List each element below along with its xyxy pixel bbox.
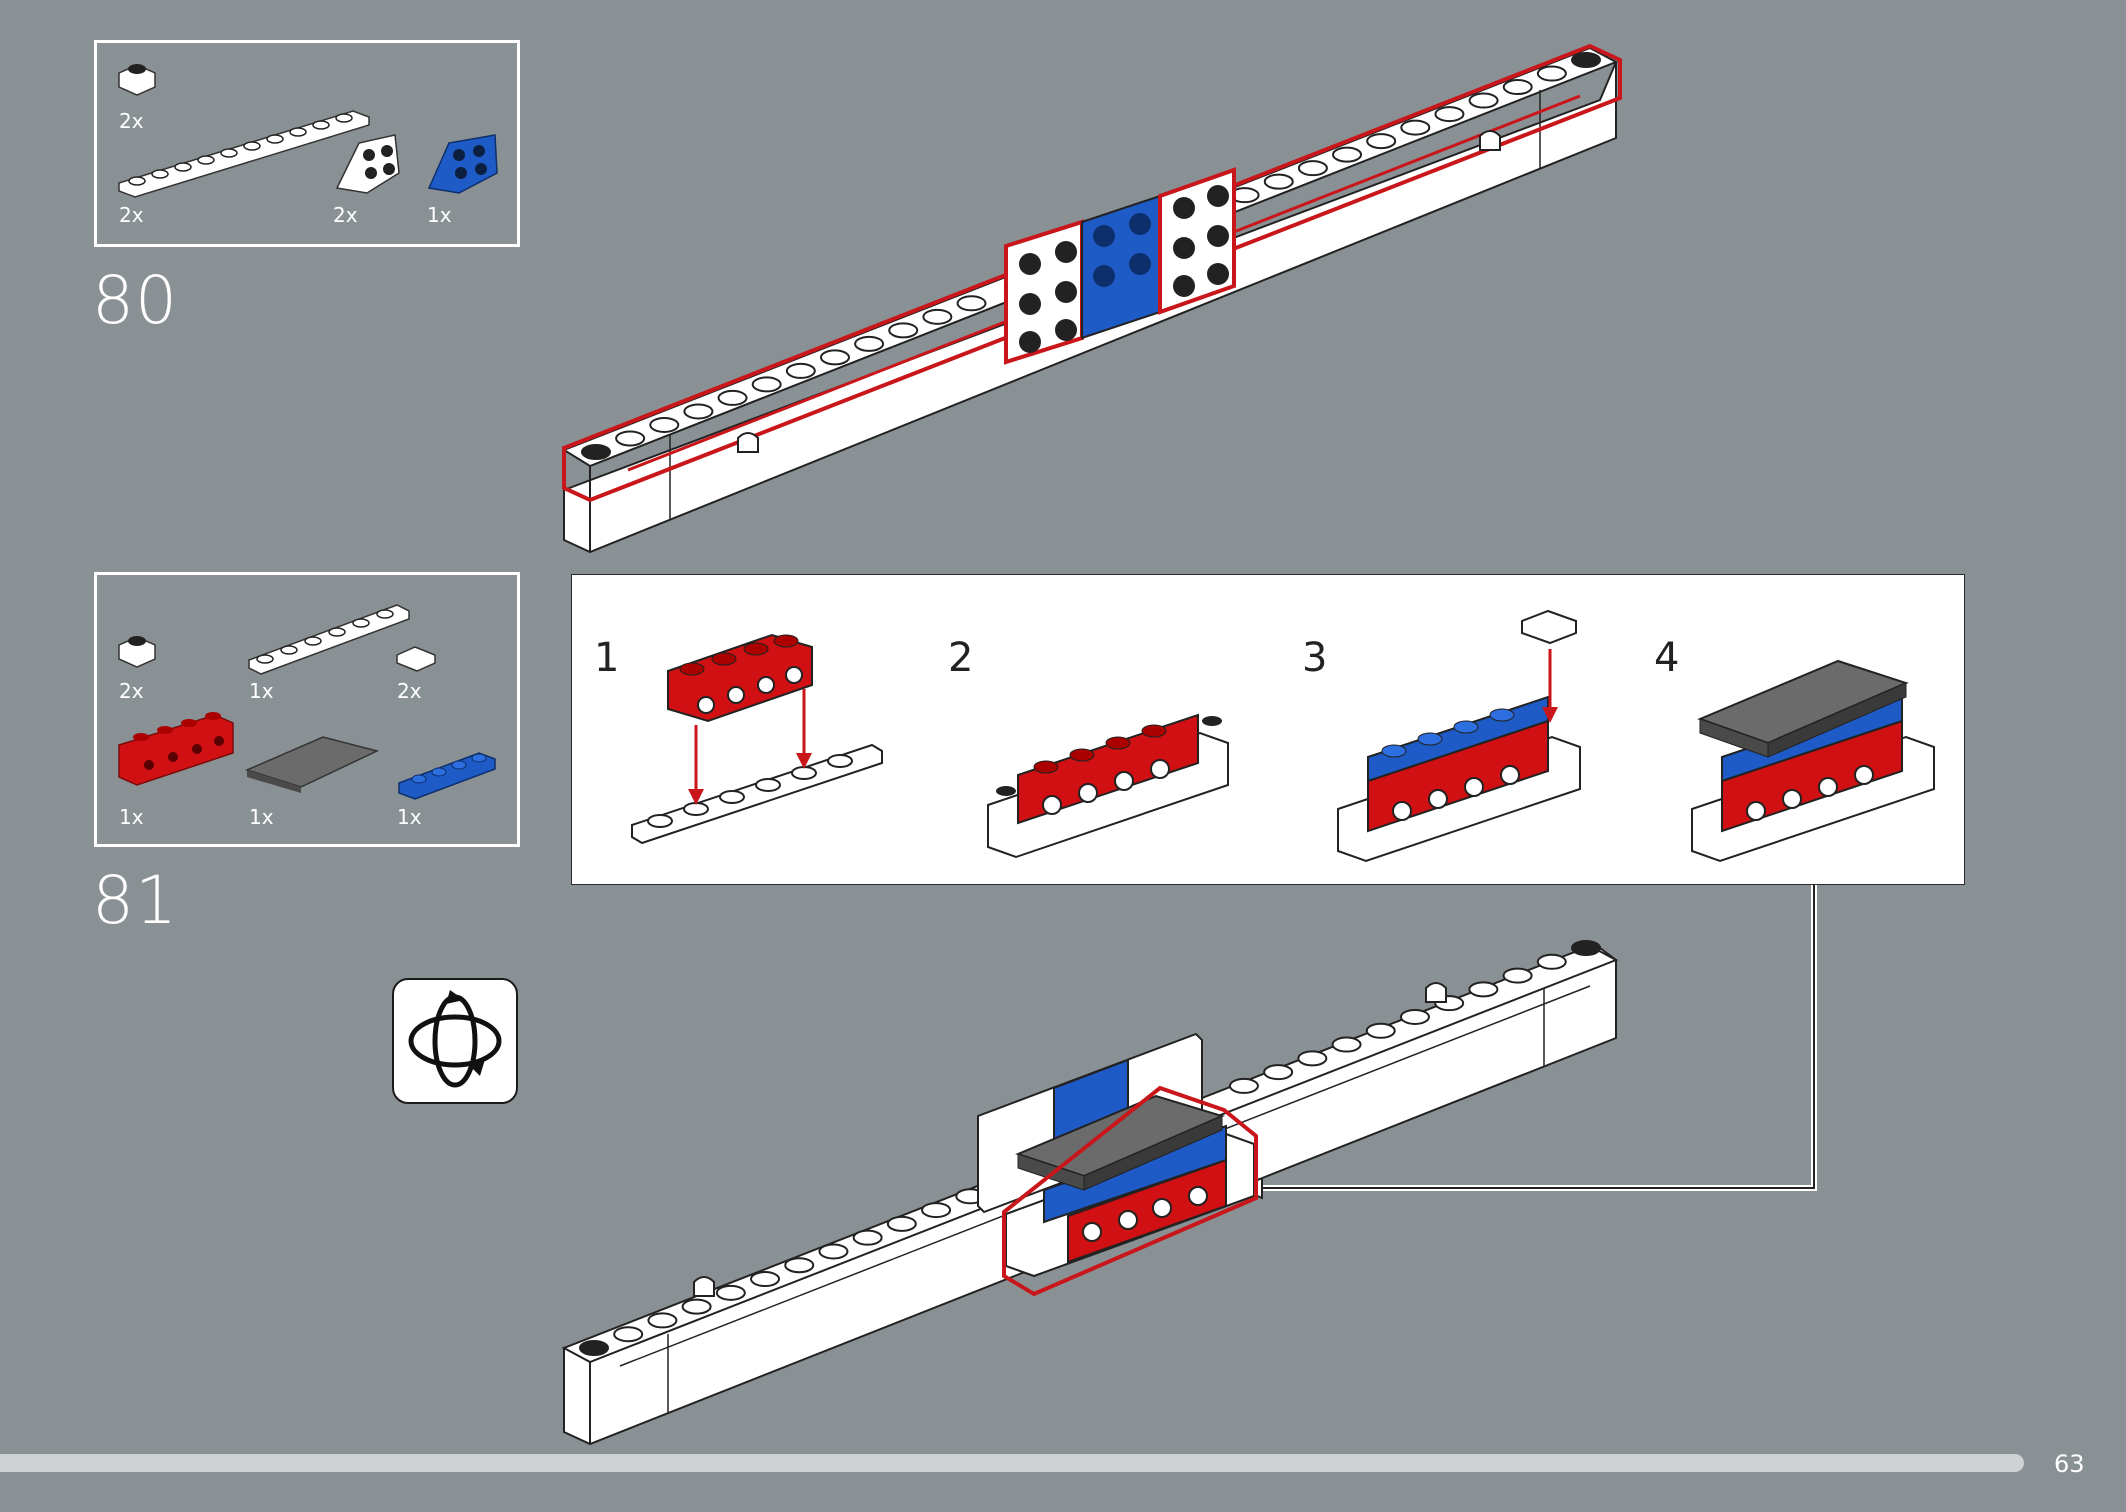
part-long-plate-icon xyxy=(118,110,370,198)
stud xyxy=(715,1284,746,1301)
page-progress-bar xyxy=(0,1454,2024,1472)
stud xyxy=(1228,1077,1259,1094)
stud xyxy=(922,308,953,325)
stud xyxy=(1263,173,1294,190)
stud xyxy=(1297,1050,1328,1067)
stud xyxy=(750,1271,781,1288)
substep-number: 3 xyxy=(1302,635,1328,681)
stud xyxy=(1536,953,1567,970)
stud xyxy=(1399,1008,1430,1025)
stud xyxy=(1332,146,1363,163)
part-qty: 1x xyxy=(119,805,144,829)
stud xyxy=(1263,1064,1294,1081)
stud xyxy=(1366,133,1397,150)
stud xyxy=(1571,52,1601,68)
part-blue-bracket-icon xyxy=(427,134,498,194)
substep-2-drawing xyxy=(987,713,1229,859)
parts-callout-step-81: 2x 1x 2x 1x 1x 1x xyxy=(94,572,520,847)
stud xyxy=(886,1215,917,1232)
stud xyxy=(579,1340,609,1356)
stud xyxy=(1297,160,1328,177)
stud xyxy=(581,444,611,460)
part-qty: 2x xyxy=(119,109,144,133)
stud xyxy=(681,1298,712,1315)
part-qty: 2x xyxy=(333,203,358,227)
substep-number: 1 xyxy=(594,635,620,681)
part-grey-tile-icon xyxy=(244,736,380,793)
clip-part xyxy=(693,1276,715,1297)
part-qty: 2x xyxy=(397,679,422,703)
rotate-model-icon xyxy=(392,978,518,1104)
stud xyxy=(647,1312,678,1329)
step-number: 80 xyxy=(92,262,178,339)
clip-part xyxy=(1425,982,1447,1003)
page-number: 63 xyxy=(2054,1450,2085,1478)
stud xyxy=(1400,119,1431,136)
part-red-brick-icon xyxy=(118,712,234,786)
stud xyxy=(1502,79,1533,96)
part-round-plate-icon xyxy=(118,636,156,668)
stud xyxy=(888,322,919,339)
part-round-plate-icon xyxy=(118,64,156,96)
stud xyxy=(818,1243,849,1260)
substep-4-drawing xyxy=(1691,659,1935,863)
part-six-plate-icon xyxy=(248,604,410,675)
stud xyxy=(921,1202,952,1219)
substep-number: 4 xyxy=(1654,635,1680,681)
part-qty: 1x xyxy=(397,805,422,829)
clip-part xyxy=(1479,130,1501,151)
stud xyxy=(1468,92,1499,109)
part-qty: 1x xyxy=(249,679,274,703)
substep-3-drawing xyxy=(1337,609,1581,863)
center-bracket-cluster xyxy=(1004,167,1236,365)
substep-1-drawing xyxy=(631,633,883,845)
stud xyxy=(819,349,850,366)
parts-callout-step-80: 2x 2x 2x 1x xyxy=(94,40,520,247)
stud xyxy=(852,1229,883,1246)
stud xyxy=(854,335,885,352)
substeps-drawing xyxy=(631,609,1935,863)
stud xyxy=(1331,1036,1362,1053)
stud xyxy=(649,416,680,433)
stud xyxy=(1502,967,1533,984)
stud xyxy=(785,362,816,379)
stud xyxy=(1434,106,1465,123)
new-subassembly xyxy=(1002,1085,1258,1297)
stud xyxy=(613,1326,644,1343)
stud xyxy=(751,376,782,393)
step-number: 81 xyxy=(92,862,178,939)
stud xyxy=(717,389,748,406)
parts-step-81-drawing xyxy=(118,604,496,800)
part-qty: 1x xyxy=(249,805,274,829)
part-blue-plate-icon xyxy=(398,752,496,800)
stud xyxy=(615,430,646,447)
part-white-bracket-icon xyxy=(335,134,400,194)
substeps-callout: 1 2 3 4 xyxy=(571,574,1965,885)
stud xyxy=(1536,65,1567,82)
substep-number: 2 xyxy=(948,635,974,681)
stud xyxy=(784,1257,815,1274)
stud xyxy=(1571,940,1601,956)
beam-studs xyxy=(581,52,1601,460)
stud xyxy=(1468,981,1499,998)
part-qty: 2x xyxy=(119,679,144,703)
part-qty: 1x xyxy=(427,203,452,227)
clip-part xyxy=(737,432,759,453)
part-white-tile-icon xyxy=(396,646,436,672)
part-qty: 2x xyxy=(119,203,144,227)
parts-step-80-drawing xyxy=(118,64,498,198)
stud xyxy=(1365,1022,1396,1039)
stud xyxy=(956,295,987,312)
stud xyxy=(683,403,714,420)
